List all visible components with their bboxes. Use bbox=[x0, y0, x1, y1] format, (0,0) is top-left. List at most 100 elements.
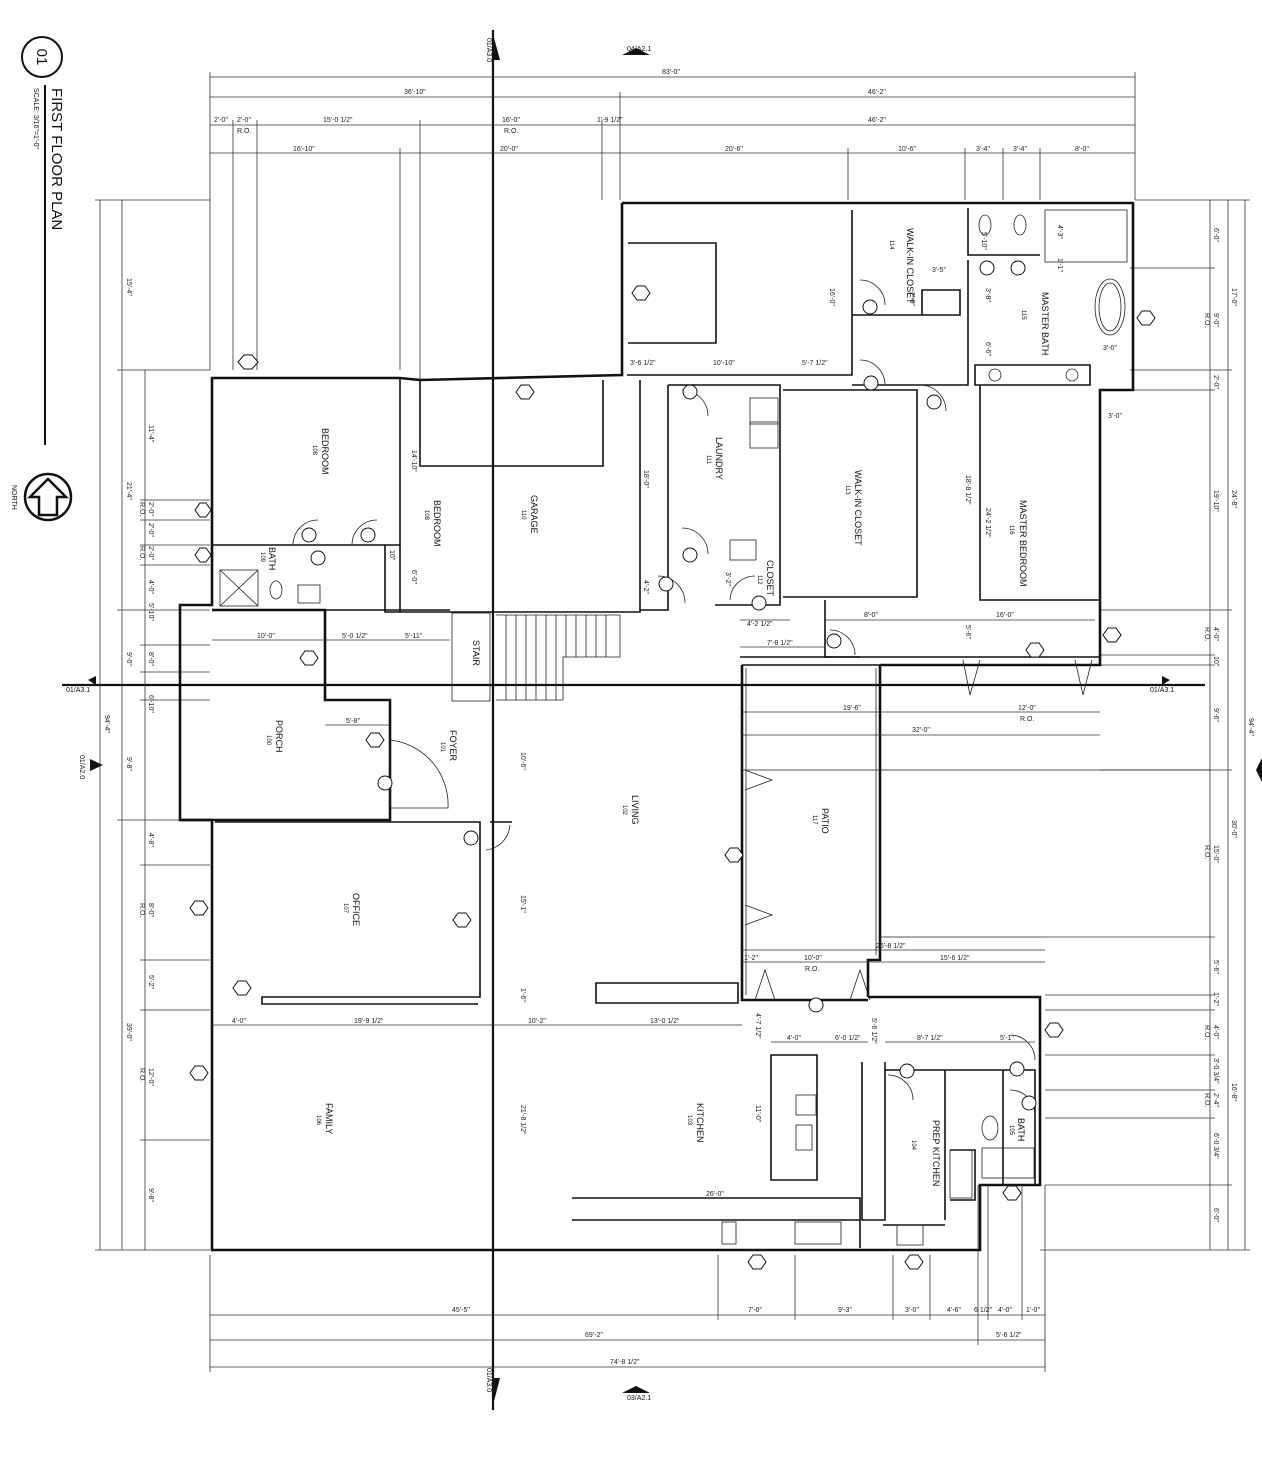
door-tag bbox=[1021, 1095, 1037, 1111]
svg-text:46'-2": 46'-2" bbox=[868, 117, 886, 124]
svg-text:10'-0": 10'-0" bbox=[257, 633, 275, 640]
svg-text:1'-9 1/2": 1'-9 1/2" bbox=[597, 117, 623, 124]
room-stair: STAIR bbox=[471, 640, 481, 666]
svg-text:10": 10" bbox=[1212, 656, 1219, 667]
plan-scale: SCALE: 3/16"=1'-0" bbox=[32, 88, 39, 149]
svg-text:R.O.: R.O. bbox=[138, 903, 145, 917]
svg-text:112: 112 bbox=[756, 575, 762, 585]
svg-text:36'-10": 36'-10" bbox=[404, 89, 426, 96]
door-tag bbox=[301, 527, 317, 543]
svg-text:5'-1": 5'-1" bbox=[1000, 1035, 1014, 1042]
door-tag bbox=[682, 384, 698, 400]
svg-text:2'-4": 2'-4" bbox=[1212, 1093, 1219, 1107]
sect-label-right: 01/A3.1 bbox=[1150, 687, 1174, 694]
svg-text:2'-0": 2'-0" bbox=[147, 502, 154, 516]
svg-text:26'-8 1/2": 26'-8 1/2" bbox=[876, 943, 906, 950]
svg-text:19'-6": 19'-6" bbox=[843, 705, 861, 712]
svg-text:15'-4": 15'-4" bbox=[125, 278, 132, 296]
svg-text:18'-0": 18'-0" bbox=[642, 470, 649, 488]
svg-text:3'-0": 3'-0" bbox=[1108, 413, 1122, 420]
door-tag bbox=[377, 775, 393, 791]
svg-text:101: 101 bbox=[439, 742, 445, 753]
svg-text:4'-2 1/2": 4'-2 1/2" bbox=[747, 621, 773, 628]
island-sink-icon bbox=[795, 1124, 813, 1151]
svg-text:R.O.: R.O. bbox=[138, 502, 145, 516]
kitchen-sink-icon bbox=[794, 1221, 842, 1245]
room-master-bath: MASTER BATH bbox=[1040, 292, 1050, 355]
svg-text:9'-8": 9'-8" bbox=[125, 757, 132, 771]
svg-text:18'-8 1/2": 18'-8 1/2" bbox=[964, 475, 971, 505]
svg-text:24'-2 1/2": 24'-2 1/2" bbox=[984, 508, 991, 538]
island-cooktop-icon bbox=[795, 1094, 817, 1116]
window-tag bbox=[904, 1254, 924, 1270]
svg-text:4'-7 1/2": 4'-7 1/2" bbox=[754, 1013, 761, 1039]
svg-text:R.O.: R.O. bbox=[138, 1068, 145, 1082]
dryer-icon bbox=[749, 421, 779, 449]
svg-text:R.O.: R.O. bbox=[805, 966, 819, 973]
section-marks: 01/A3.0 01/A3.0 04/A2.1 03/A2.1 01/A3.1 … bbox=[62, 30, 1262, 1410]
svg-text:3'-5": 3'-5" bbox=[932, 267, 946, 274]
room-bath-105: BATH bbox=[1016, 1118, 1026, 1141]
room-laundry: LAUNDRY bbox=[714, 437, 724, 480]
svg-text:4'-0": 4'-0" bbox=[147, 580, 154, 594]
door-tag bbox=[862, 299, 878, 315]
toilet-icon bbox=[269, 580, 283, 600]
master-toilet-2-icon bbox=[1013, 214, 1027, 236]
svg-text:12'-0": 12'-0" bbox=[147, 1068, 154, 1086]
svg-text:5'-6": 5'-6" bbox=[1212, 960, 1219, 974]
shower-icon bbox=[219, 569, 259, 607]
window-tag bbox=[1044, 1022, 1064, 1038]
svg-text:3'-0": 3'-0" bbox=[1103, 345, 1117, 352]
svg-text:111: 111 bbox=[705, 455, 711, 465]
svg-text:4'-8": 4'-8" bbox=[147, 833, 154, 847]
dishwasher-icon bbox=[721, 1221, 737, 1245]
svg-text:69'-2": 69'-2" bbox=[585, 1332, 603, 1339]
laundry-sink-icon bbox=[729, 539, 757, 561]
svg-text:10": 10" bbox=[388, 550, 395, 561]
svg-text:110: 110 bbox=[520, 510, 526, 520]
svg-text:104: 104 bbox=[910, 1140, 916, 1151]
svg-text:8'-7 1/2": 8'-7 1/2" bbox=[917, 1035, 943, 1042]
svg-text:5'-10": 5'-10" bbox=[980, 232, 987, 250]
svg-text:94'-4": 94'-4" bbox=[1247, 718, 1254, 736]
svg-text:16'-0": 16'-0" bbox=[996, 612, 1014, 619]
section-arrow-top bbox=[493, 34, 500, 60]
svg-text:10'-0": 10'-0" bbox=[804, 955, 822, 962]
title-number-bubble bbox=[21, 36, 63, 78]
svg-text:4'-3": 4'-3" bbox=[1056, 225, 1063, 239]
svg-text:17'-0": 17'-0" bbox=[1230, 288, 1237, 306]
room-kitchen: KITCHEN bbox=[695, 1103, 705, 1143]
svg-text:13'-0 1/2": 13'-0 1/2" bbox=[650, 1018, 680, 1025]
svg-text:74'-8 1/2": 74'-8 1/2" bbox=[610, 1359, 640, 1366]
svg-text:107: 107 bbox=[342, 903, 348, 914]
door-tag bbox=[310, 550, 326, 566]
stair bbox=[451, 612, 621, 702]
room-porch: PORCH bbox=[274, 720, 284, 753]
window-tag bbox=[189, 1065, 209, 1081]
svg-text:4'-0": 4'-0" bbox=[998, 1307, 1012, 1314]
svg-text:1'-2": 1'-2" bbox=[1212, 992, 1219, 1006]
svg-text:3'-6 1/2": 3'-6 1/2" bbox=[630, 360, 656, 367]
svg-text:R.O.: R.O. bbox=[1203, 1093, 1210, 1107]
svg-text:R.O.: R.O. bbox=[1203, 627, 1210, 641]
svg-text:94'-4": 94'-4" bbox=[103, 715, 110, 733]
sink-icon bbox=[297, 584, 321, 604]
svg-text:2'-0": 2'-0" bbox=[147, 523, 154, 537]
section-arrow-bottom bbox=[493, 1378, 500, 1405]
svg-text:5'-10": 5'-10" bbox=[147, 603, 154, 621]
sect-arrow-right bbox=[1162, 676, 1170, 685]
room-family: FAMILY bbox=[324, 1103, 334, 1134]
door-tag bbox=[899, 1063, 915, 1079]
svg-text:12'-0": 12'-0" bbox=[1018, 705, 1036, 712]
svg-text:21'-8 1/2": 21'-8 1/2" bbox=[519, 1105, 526, 1135]
svg-text:1'-1": 1'-1" bbox=[1056, 258, 1063, 272]
svg-text:1'-6": 1'-6" bbox=[519, 988, 526, 1002]
elev-label-bottom: 03/A2.1 bbox=[627, 1395, 651, 1402]
section-label-vtop: 01/A3.0 bbox=[485, 38, 492, 62]
svg-text:3'-4": 3'-4" bbox=[1013, 146, 1027, 153]
svg-text:6'-6": 6'-6" bbox=[984, 342, 991, 356]
tags bbox=[189, 260, 1156, 1270]
door-tag bbox=[863, 375, 879, 391]
svg-text:19'-9 1/2": 19'-9 1/2" bbox=[354, 1018, 384, 1025]
svg-text:105: 105 bbox=[1008, 1125, 1014, 1136]
